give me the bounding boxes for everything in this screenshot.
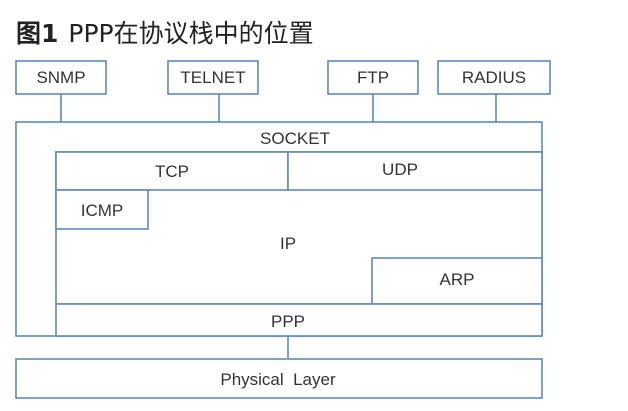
- icmp-box: [55, 189, 149, 230]
- figure-title: 图1 PPP在协议栈中的位置: [16, 14, 314, 48]
- ip-label: IP: [280, 234, 296, 253]
- telnet-label: TELNET: [180, 68, 245, 87]
- arp-label: ARP: [440, 270, 475, 289]
- tcp-box: [55, 151, 289, 191]
- ftp-label: FTP: [357, 68, 389, 87]
- snmp-box: [15, 60, 107, 95]
- snmp-label: SNMP: [36, 68, 85, 87]
- radius-box: [437, 60, 551, 95]
- radius-label: RADIUS: [462, 68, 526, 87]
- tcp-label: TCP: [155, 162, 189, 181]
- telnet-box: [167, 60, 259, 95]
- udp-label: UDP: [382, 160, 418, 179]
- figure-caption: PPP在协议栈中的位置: [68, 19, 314, 48]
- ppp-box: [55, 303, 543, 337]
- icmp-label: ICMP: [81, 201, 124, 220]
- physical-layer-label: Physical Layer: [220, 370, 336, 389]
- ftp-box: [327, 60, 419, 95]
- physical-layer-box: [15, 358, 543, 399]
- socket-label: SOCKET: [260, 129, 330, 148]
- arp-box: [371, 257, 543, 305]
- figure-number: 图1: [16, 19, 59, 48]
- ppp-label: PPP: [271, 312, 305, 331]
- udp-box: [287, 151, 543, 191]
